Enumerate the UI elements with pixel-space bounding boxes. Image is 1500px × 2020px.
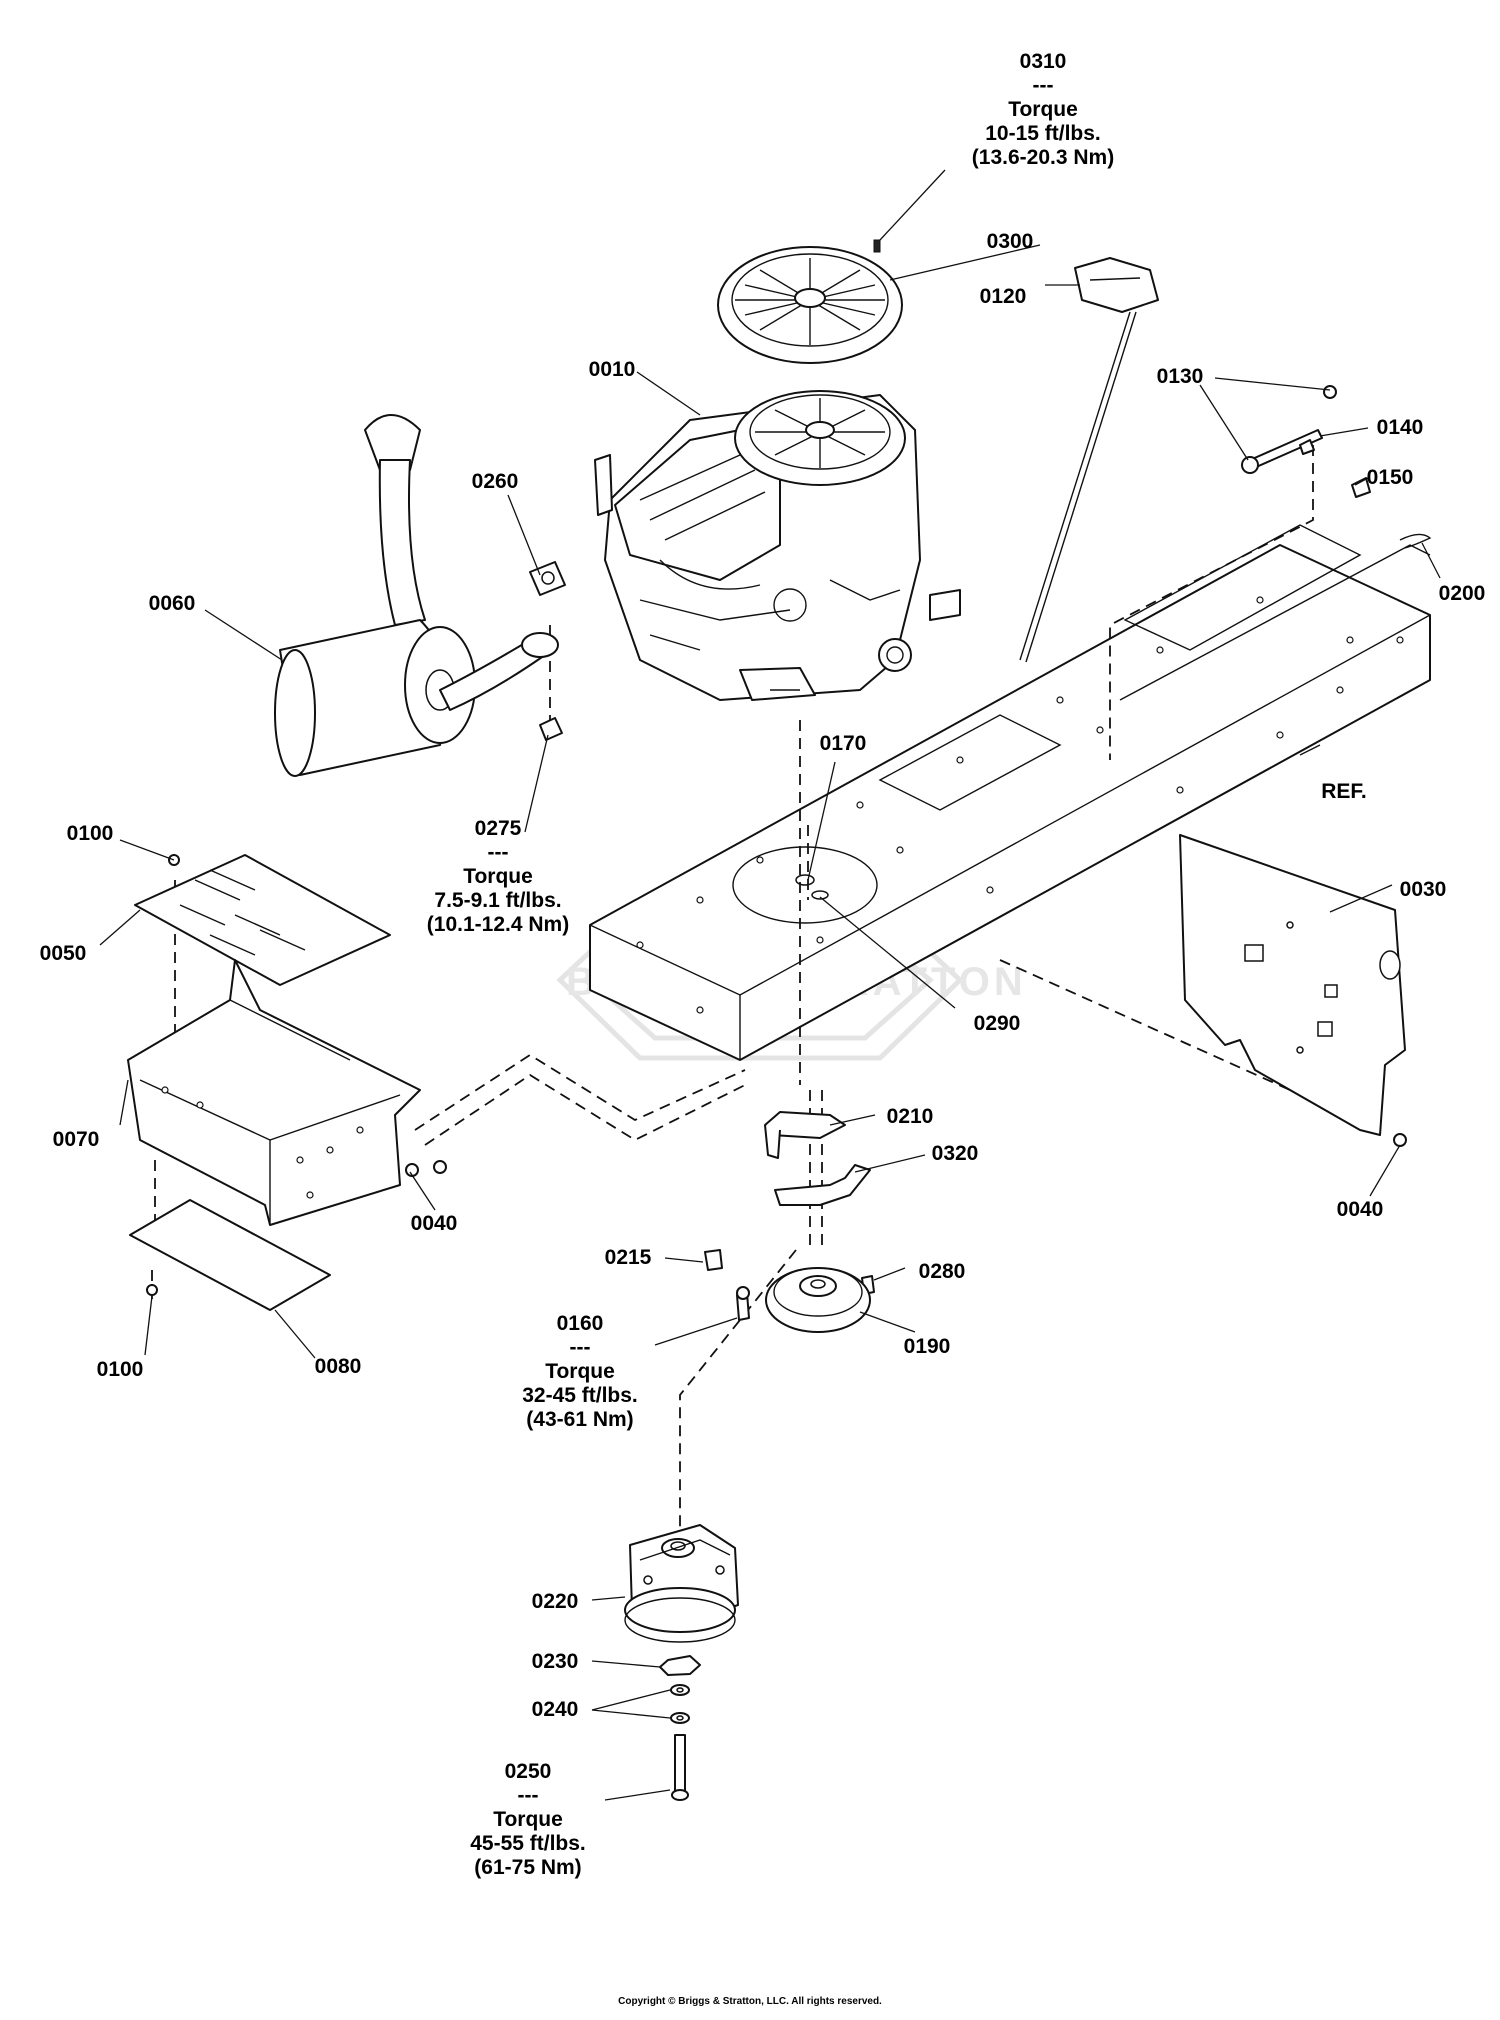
callout-0150: 0150	[1366, 466, 1414, 489]
callout-0060: 0060	[148, 592, 196, 615]
throttle-hardware-parts	[1241, 385, 1432, 549]
pulley-part	[765, 1267, 871, 1333]
callout-0320: 0320	[931, 1142, 979, 1165]
callout-0140: 0140	[1376, 416, 1424, 439]
engine-part	[594, 390, 961, 701]
callout-ref: REF.	[1321, 780, 1367, 803]
bolts-0040-parts	[405, 1133, 1407, 1177]
callout-0260: 0260	[471, 470, 519, 493]
callout-0160: 0160 --- Torque 32-45 ft/lbs. (43-61 Nm)	[522, 1312, 638, 1431]
callout-0220: 0220	[531, 1590, 579, 1613]
callout-0230: 0230	[531, 1650, 579, 1673]
callout-0040-right: 0040	[1336, 1198, 1384, 1221]
callout-0215: 0215	[604, 1246, 652, 1269]
pto-clutch-part	[624, 1524, 739, 1643]
callout-leader-lines	[99, 169, 1441, 1801]
callout-0300: 0300	[986, 230, 1034, 253]
callout-0190: 0190	[903, 1335, 951, 1358]
callout-0040-left: 0040	[410, 1212, 458, 1235]
callout-0200: 0200	[1438, 582, 1486, 605]
cover-plate-0050-part	[134, 854, 391, 986]
callout-0030: 0030	[1399, 878, 1447, 901]
copyright-notice: Copyright © Briggs & Stratton, LLC. All …	[618, 1996, 882, 2007]
pulley-brackets-parts	[764, 1111, 871, 1206]
callout-0130: 0130	[1156, 365, 1204, 388]
pulley-hardware-parts	[704, 1249, 875, 1321]
callout-0280: 0280	[918, 1260, 966, 1283]
screw-0310-part	[873, 239, 881, 253]
callout-0010: 0010	[588, 358, 636, 381]
callout-0275: 0275 --- Torque 7.5-9.1 ft/lbs. (10.1-12…	[426, 817, 570, 936]
bracket-0070-part	[127, 959, 421, 1226]
callout-0170: 0170	[819, 732, 867, 755]
callout-0050: 0050	[39, 942, 87, 965]
callout-0250: 0250 --- Torque 45-55 ft/lbs. (61-75 Nm)	[470, 1760, 586, 1879]
callout-0290: 0290	[973, 1012, 1021, 1035]
muffler-part	[274, 414, 559, 777]
dipstick-part	[1019, 257, 1159, 663]
callout-0100-top: 0100	[66, 822, 114, 845]
callout-0210: 0210	[886, 1105, 934, 1128]
clutch-hardware-parts	[659, 1655, 701, 1801]
frame-ref	[589, 524, 1431, 1061]
callout-0070: 0070	[52, 1128, 100, 1151]
callout-0310: 0310 --- Torque 10-15 ft/lbs. (13.6-20.3…	[971, 50, 1115, 169]
blower-housing-part	[717, 246, 903, 364]
callout-0100-bottom: 0100	[96, 1358, 144, 1381]
callout-0080: 0080	[314, 1355, 362, 1378]
callout-0120: 0120	[979, 285, 1027, 308]
callout-0240: 0240	[531, 1698, 579, 1721]
side-plate-part	[1179, 834, 1406, 1136]
bottom-plate-0080-part	[129, 1199, 331, 1311]
